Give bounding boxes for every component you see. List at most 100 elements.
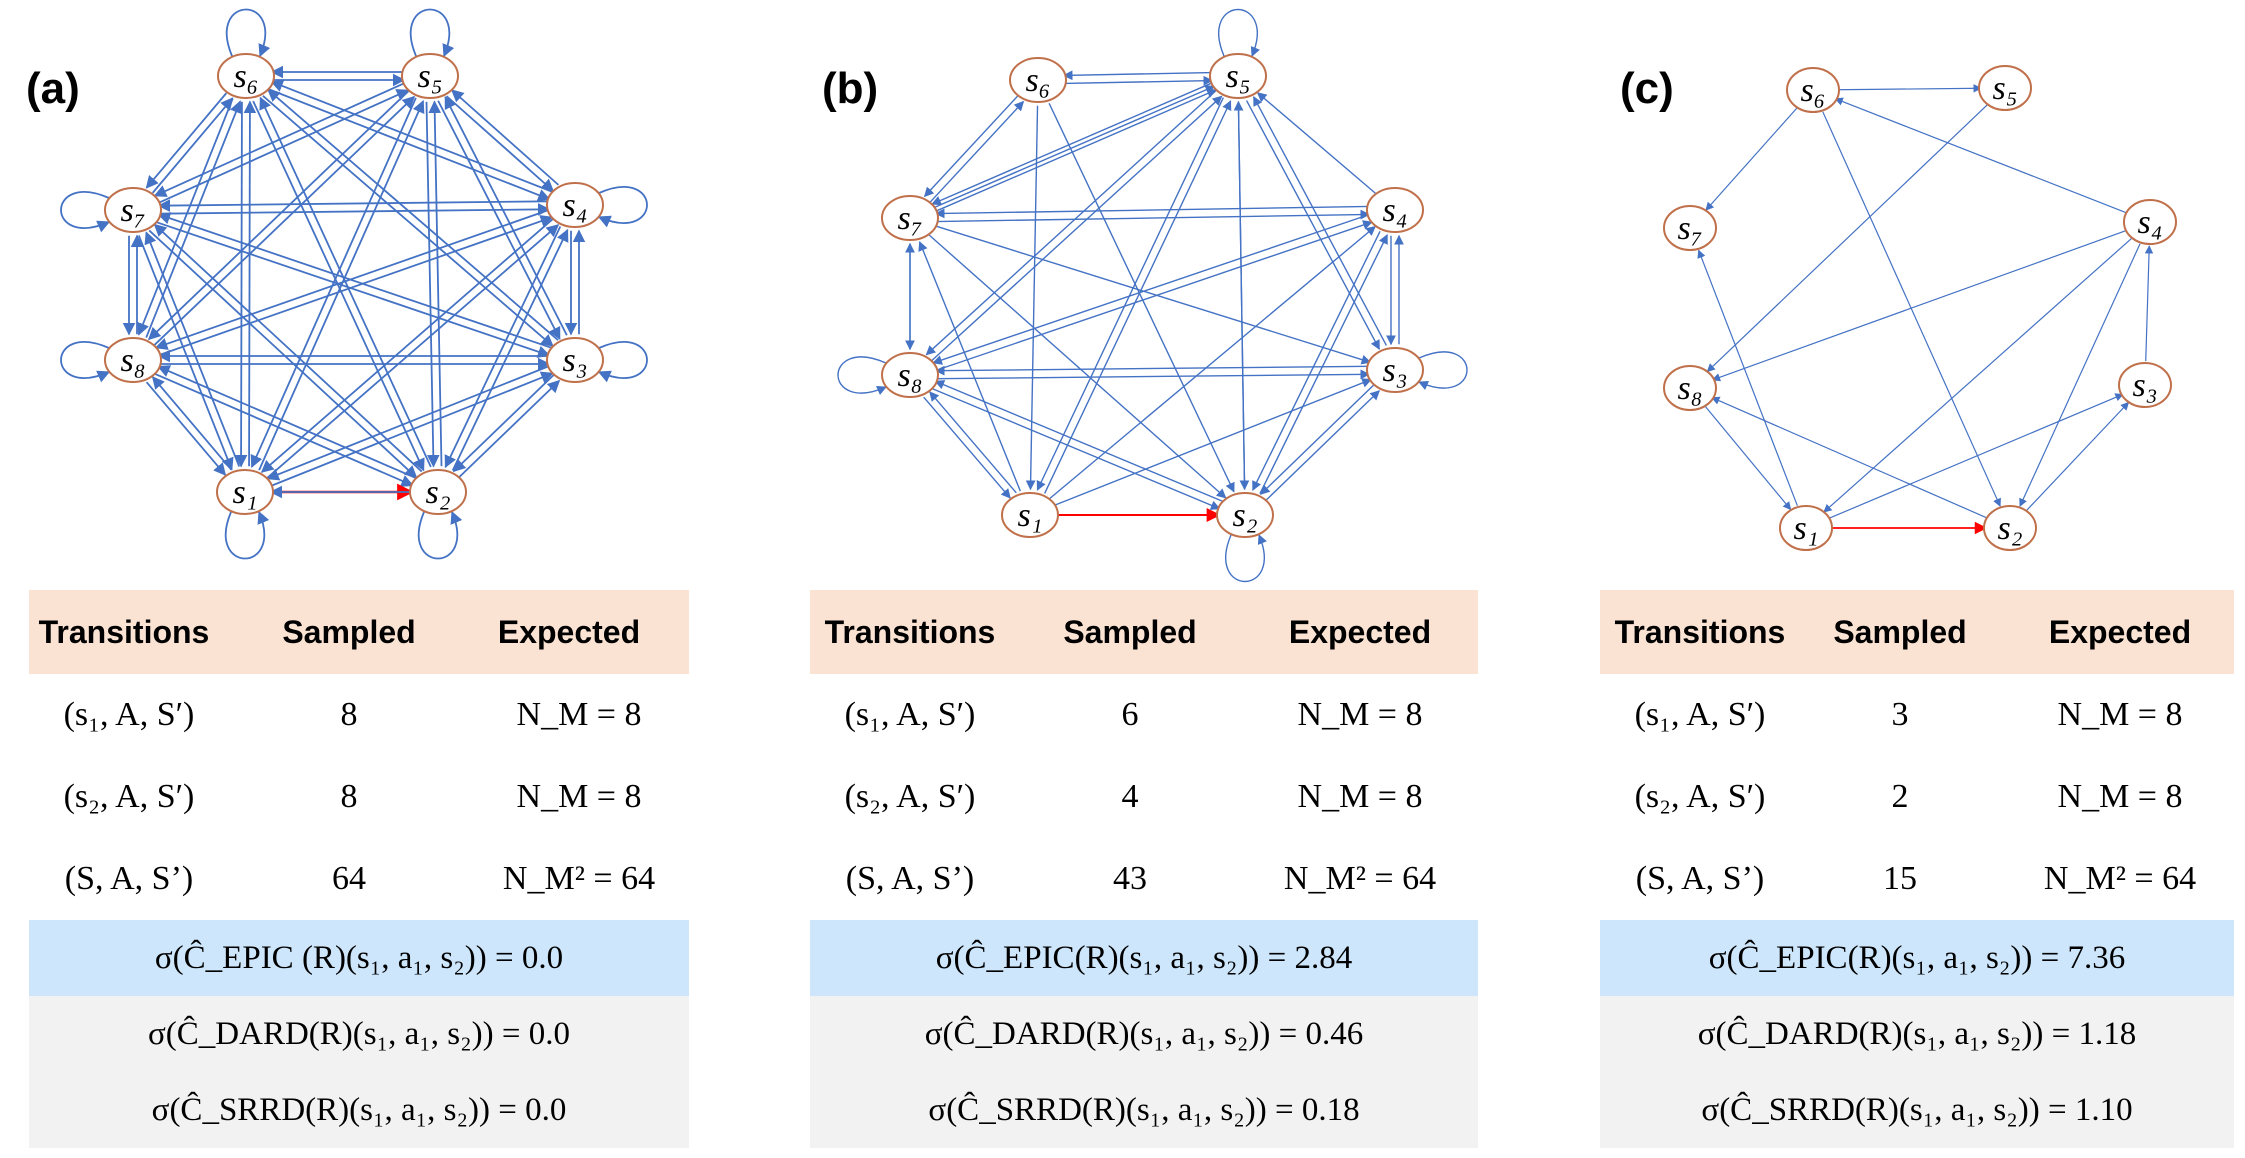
sigma-epic: σ(Ĉ_EPIC (R)(s₁, a₁, s₂)) = 0.0	[29, 920, 689, 996]
state-label: s₃	[562, 342, 587, 379]
table-header: Transitions Sampled Expected	[810, 590, 1478, 674]
state-label: s₁	[1793, 510, 1818, 547]
transition-cell: (S, A, S’)	[64, 860, 194, 897]
transition-edge	[268, 88, 551, 202]
header-expected: Expected	[1288, 613, 1432, 650]
expected-cell: N_M = 8	[516, 778, 642, 815]
self-loop-edge	[224, 510, 270, 560]
transition-edge	[918, 240, 1021, 492]
self-loop-edge	[409, 8, 455, 58]
state-label: s₅	[1225, 58, 1250, 95]
transition-edge	[154, 208, 550, 350]
state-node-s5: s₅	[1978, 65, 2032, 111]
sampled-cell: 43	[1113, 860, 1147, 897]
transition-edge	[1822, 111, 2001, 507]
state-label: s₇	[1677, 210, 1702, 247]
sampled-cell: 2	[1891, 778, 1909, 815]
table-row: (s₂, A, S′) 2 N_M = 8	[1600, 756, 2234, 838]
transition-edge	[2144, 245, 2154, 362]
state-node-s1: s₁	[1779, 505, 1833, 551]
state-label: s₂	[1997, 510, 2022, 547]
transition-edge	[934, 88, 1217, 213]
sigma-dard: σ(Ĉ_DARD(R)(s₁, a₁, s₂)) = 1.18	[1600, 996, 2234, 1072]
transition-edge	[935, 209, 1371, 223]
transition-edge	[234, 101, 248, 468]
transition-edge	[923, 396, 1011, 499]
transition-cell: (S, A, S’)	[845, 860, 975, 897]
transition-edge	[929, 100, 1025, 203]
state-node-s1: s₁	[216, 469, 274, 515]
edges	[60, 8, 648, 560]
transition-edge	[145, 381, 227, 476]
transition-edge	[445, 95, 555, 192]
transition-edge	[151, 376, 233, 471]
transition-edge	[243, 100, 257, 467]
state-node-s6: s₆	[1009, 57, 1067, 103]
state-label: s₆	[1025, 62, 1050, 99]
transition-edge	[144, 231, 241, 467]
transition-edge	[158, 215, 554, 357]
header-expected: Expected	[497, 613, 641, 650]
state-label: s₃	[1382, 352, 1407, 389]
transition-edge	[931, 81, 1214, 206]
self-loop-edge	[60, 341, 111, 383]
transition-edge	[451, 228, 569, 471]
state-label: s₂	[1232, 497, 1257, 534]
transition-edge	[1711, 396, 1989, 519]
transition-edge	[1053, 378, 1372, 507]
panel-label: (b)	[822, 64, 879, 113]
transition-edge	[923, 95, 1019, 198]
self-loop-edge	[1418, 351, 1468, 391]
transition-cell: (S, A, S’)	[1635, 860, 1765, 897]
transition-table: Transitions Sampled Expected (s₁, A, S′)…	[810, 590, 1478, 1150]
transition-edge	[153, 223, 423, 473]
transition-edge	[1265, 390, 1380, 501]
transition-edge	[137, 235, 234, 471]
transition-edge	[1049, 225, 1376, 500]
transition-edge	[931, 387, 1221, 510]
transition-edge	[1062, 70, 1213, 81]
table-row: (s₁, A, S′) 8 N_M = 8	[29, 674, 689, 756]
transition-edge	[934, 365, 1370, 376]
state-label: s₁	[1017, 497, 1042, 534]
transition-edge	[1237, 101, 1250, 491]
state-node-s3: s₃	[546, 337, 604, 383]
sampled-cell: 15	[1883, 860, 1917, 897]
state-node-s7: s₇	[1663, 205, 1717, 251]
transition-edge	[934, 380, 1224, 503]
transition-edge	[147, 90, 410, 341]
transition-cell: (s₁, A, S′)	[844, 696, 976, 733]
transition-edge	[931, 95, 1223, 362]
state-label: s₅	[417, 58, 442, 95]
self-loop-edge	[1225, 534, 1267, 582]
transition-edge	[158, 203, 551, 216]
state-label: s₃	[2132, 367, 2157, 404]
sigma-srrd: σ(Ĉ_SRRD(R)(s₁, a₁, s₂)) = 1.10	[1600, 1072, 2234, 1148]
table-row: (s₁, A, S′) 3 N_M = 8	[1600, 674, 2234, 756]
state-label: s₈	[120, 342, 145, 379]
state-node-s2: s₂	[409, 469, 467, 515]
header-transitions: Transitions	[1614, 613, 1786, 650]
table-header: Transitions Sampled Expected	[29, 590, 689, 674]
transition-edge	[1697, 249, 1798, 506]
transition-edge	[270, 371, 554, 487]
transition-edge	[262, 95, 554, 348]
transition-edge	[929, 391, 1017, 494]
self-loop-edge	[597, 341, 648, 383]
header-sampled: Sampled	[282, 613, 416, 650]
transition-edge	[1705, 107, 1798, 211]
state-label: s₅	[1992, 70, 2017, 107]
transition-cell: (s₂, A, S′)	[1634, 778, 1766, 815]
state-node-s8: s₈	[1663, 365, 1717, 411]
header-sampled: Sampled	[1833, 613, 1967, 650]
transition-edge	[266, 365, 550, 481]
expected-cell: N_M = 8	[2057, 778, 2183, 815]
transition-edge	[1827, 393, 2124, 520]
state-node-s4: s₄	[546, 182, 604, 228]
sampled-cell: 4	[1121, 778, 1139, 815]
transition-edge	[925, 89, 1217, 356]
transition-edge	[252, 100, 425, 472]
state-node-s7: s₇	[881, 195, 939, 241]
transition-edge	[157, 365, 417, 479]
